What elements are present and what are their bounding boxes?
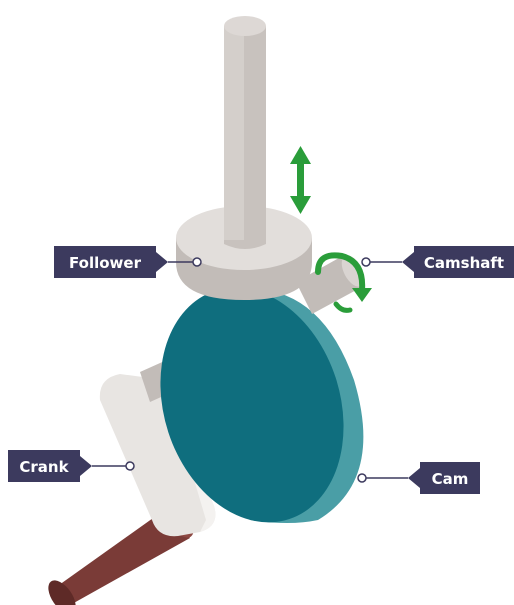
up-down-arrow-icon [290,146,311,214]
camshaft-label: Camshaft [424,254,504,272]
follower-disc [176,150,312,300]
crank-label: Crank [19,458,69,476]
follower-label: Follower [69,254,142,272]
follower-callout: Follower [54,246,202,278]
camshaft-callout: Camshaft [361,246,514,278]
crank-callout: Crank [8,450,135,482]
rotation-arrow-icon [315,252,372,313]
cam-callout: Cam [357,462,480,494]
cam-label: Cam [432,470,469,488]
cam-disc [160,287,364,523]
